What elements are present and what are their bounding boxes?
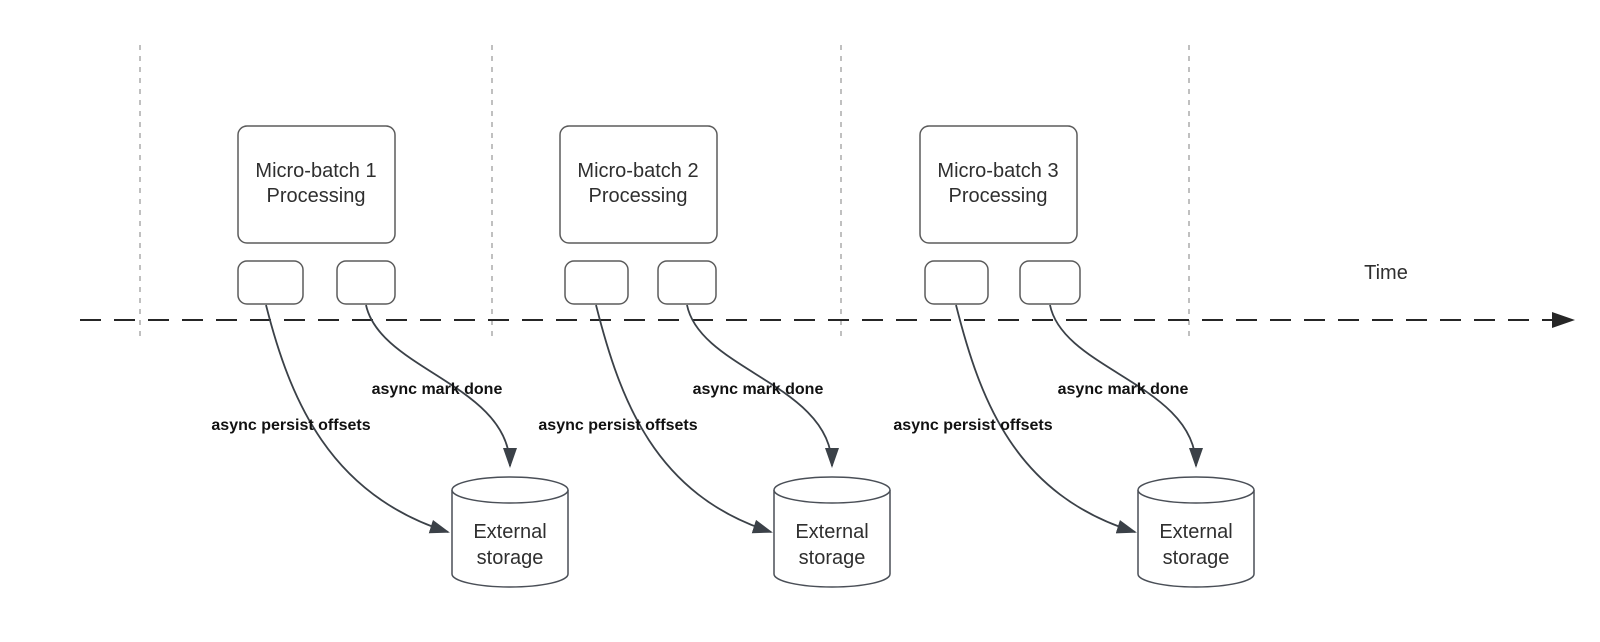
processing-box-label-line2: Processing xyxy=(949,185,1048,207)
persist-offsets-task-box xyxy=(237,260,304,305)
mark-done-arrow xyxy=(365,304,517,468)
persist-offsets-arrow-label: async persist offsets xyxy=(893,417,1052,434)
processing-box-label-line2: Processing xyxy=(589,185,688,207)
processing-box-label-line2: Processing xyxy=(267,185,366,207)
processing-box xyxy=(919,125,1078,244)
micro-batch-group-2: Micro-batch 2 Processing async persist o… xyxy=(538,125,891,588)
external-storage-label-line1: External xyxy=(1159,521,1232,543)
mark-done-task-box xyxy=(1019,260,1081,305)
mark-done-arrow-label: async mark done xyxy=(693,381,824,398)
external-storage-label-line1: External xyxy=(473,521,546,543)
persist-offsets-arrow xyxy=(265,304,450,534)
persist-offsets-arrow-label: async persist offsets xyxy=(538,417,697,434)
mark-done-arrow-label: async mark done xyxy=(372,381,503,398)
mark-done-task-box xyxy=(657,260,717,305)
external-storage-label-line1: External xyxy=(795,521,868,543)
micro-batch-group-1: Micro-batch 1 Processing async persist o… xyxy=(211,125,569,588)
persist-offsets-arrow xyxy=(595,304,773,534)
external-storage-cylinder: External storage xyxy=(1137,476,1255,588)
mark-done-arrow xyxy=(1049,304,1203,468)
mark-done-arrow xyxy=(686,304,839,468)
mark-done-task-box xyxy=(336,260,396,305)
time-axis-label: Time xyxy=(1364,262,1408,284)
external-storage-cylinder: External storage xyxy=(451,476,569,588)
processing-box-label-line1: Micro-batch 2 xyxy=(577,160,698,182)
persist-offsets-arrow-label: async persist offsets xyxy=(211,417,370,434)
micro-batch-group-3: Micro-batch 3 Processing async persist o… xyxy=(893,125,1255,588)
persist-offsets-arrow xyxy=(955,304,1137,534)
external-storage-label-line2: storage xyxy=(1163,547,1230,569)
time-axis-arrowhead-icon xyxy=(1552,312,1575,328)
processing-box xyxy=(237,125,396,244)
external-storage-label-line2: storage xyxy=(799,547,866,569)
processing-box-label-line1: Micro-batch 3 xyxy=(937,160,1058,182)
persist-offsets-task-box xyxy=(924,260,989,305)
external-storage-cylinder: External storage xyxy=(773,476,891,588)
processing-box xyxy=(559,125,718,244)
external-storage-label-line2: storage xyxy=(477,547,544,569)
mark-done-arrow-label: async mark done xyxy=(1058,381,1189,398)
persist-offsets-task-box xyxy=(564,260,629,305)
processing-box-label-line1: Micro-batch 1 xyxy=(255,160,376,182)
